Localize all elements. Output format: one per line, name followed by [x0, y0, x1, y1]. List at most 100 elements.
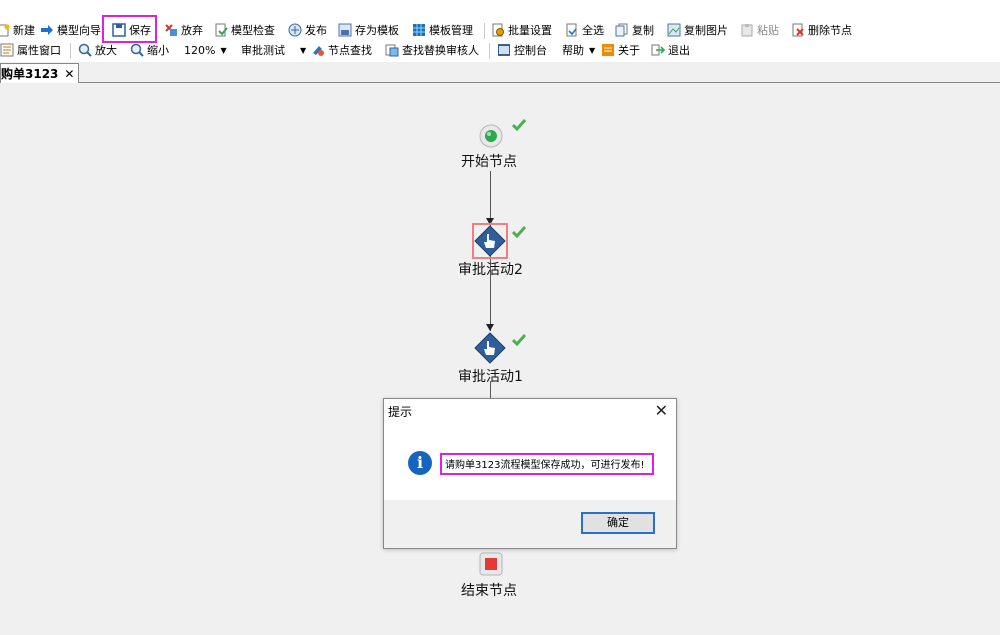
floppy-disk-icon — [112, 23, 126, 37]
zoom-out-button[interactable]: 缩小 — [130, 41, 169, 59]
dialog-close-icon[interactable]: ✕ — [654, 401, 668, 420]
approval1-node-icon[interactable] — [474, 332, 506, 364]
new-button[interactable]: 新建 — [0, 21, 35, 39]
publish-button[interactable]: 发布 — [288, 21, 327, 39]
check-icon — [512, 226, 526, 238]
batch-settings-button[interactable]: 批量设置 — [491, 21, 552, 39]
node-find-button-label: 节点查找 — [328, 44, 372, 57]
delete-node-button-label: 删除节点 — [808, 24, 852, 37]
properties-window-button-label: 属性窗口 — [17, 44, 61, 57]
check-doc-icon — [214, 23, 228, 37]
paste-icon — [740, 23, 754, 37]
zoom-out-button-label: 缩小 — [147, 44, 169, 57]
check-icon — [512, 334, 526, 346]
model-check-button[interactable]: 模型检查 — [214, 21, 275, 39]
about-button-label: 关于 — [618, 44, 640, 57]
copy-image-button[interactable]: 复制图片 — [667, 21, 728, 39]
help-dropdown-label: 帮助 — [562, 44, 584, 57]
end-node-label: 结束节点 — [461, 583, 517, 599]
caret-down-icon: ▼ — [220, 45, 227, 55]
toolbar-separator — [484, 23, 485, 39]
close-icon[interactable]: ✕ — [64, 66, 75, 81]
toolbar-row-1: 新建 模型向导 保存 放弃 模型检查 发布 存为模板 模板管理 批量设置全选 复制 复制图片粘贴 删除… — [0, 21, 1000, 41]
copy-button-label: 复制 — [632, 24, 654, 37]
tab-label: 购单3123 — [1, 67, 59, 81]
ok-button[interactable]: 确定 — [581, 512, 655, 534]
copy-image-icon — [667, 23, 681, 37]
find-replace-approver-button[interactable]: 查找替换审核人 — [385, 41, 479, 59]
zoom-level-dropdown-label: 120% — [184, 43, 216, 57]
info-dialog: 提示 ✕ i 请购单3123流程模型保存成功，可进行发布! 确定 — [383, 398, 677, 549]
exit-button-label: 退出 — [668, 44, 690, 57]
publish-button-label: 发布 — [305, 24, 327, 37]
arrow-head — [486, 218, 494, 225]
start-node-icon[interactable] — [479, 124, 503, 148]
model-check-button-label: 模型检查 — [231, 24, 275, 37]
toolbar-separator — [489, 43, 490, 59]
end-node-icon[interactable] — [479, 552, 503, 576]
select-all-button[interactable]: 全选 — [565, 21, 604, 39]
model-wizard-button-label: 模型向导 — [57, 24, 101, 37]
zoom-in-button-label: 放大 — [95, 44, 117, 57]
zoom-in-button[interactable]: 放大 — [78, 41, 117, 59]
help-dropdown[interactable]: 帮助 ▼ — [562, 41, 595, 59]
exit-icon — [651, 43, 666, 57]
arrow-head — [486, 324, 494, 331]
zoom-level-dropdown[interactable]: 120% ▼ — [184, 41, 227, 59]
approval-test-dropdown-label: 审批测试 — [241, 44, 285, 57]
zoom-in-icon — [78, 43, 92, 57]
discard-button-label: 放弃 — [181, 24, 203, 37]
properties-window-button[interactable]: 属性窗口 — [0, 41, 61, 59]
approval1-node-label: 审批活动1 — [458, 369, 523, 385]
toolbar-separator — [70, 43, 71, 59]
caret-down-icon: ▼ — [300, 45, 307, 55]
console-button-label: 控制台 — [514, 44, 547, 57]
node-find-button[interactable]: 节点查找 — [311, 41, 372, 59]
copy-icon — [615, 23, 629, 37]
copy-button[interactable]: 复制 — [615, 21, 654, 39]
start-node-label: 开始节点 — [461, 154, 517, 170]
gear-doc-icon — [491, 23, 505, 37]
about-icon — [601, 43, 615, 57]
grid-icon — [412, 23, 426, 37]
template-save-icon — [338, 23, 352, 37]
approval2-node-label: 审批活动2 — [458, 262, 523, 278]
template-manage-button-label: 模板管理 — [429, 24, 473, 37]
approval2-selection-box — [472, 223, 508, 259]
new-icon — [0, 23, 10, 37]
arrow-right-icon — [40, 23, 54, 37]
workflow-canvas[interactable]: 开始节点 审批活动2 审批活动1 结束节点 — [0, 83, 1000, 635]
exit-button[interactable]: 退出 — [651, 41, 690, 59]
approval-test-dropdown[interactable]: 审批测试 ▼ — [241, 41, 306, 59]
publish-icon — [288, 23, 302, 37]
copy-image-button-label: 复制图片 — [684, 24, 728, 37]
find-replace-icon — [385, 43, 399, 57]
save-button[interactable]: 保存 — [112, 21, 151, 39]
toolbar: 新建 模型向导 保存 放弃 模型检查 发布 存为模板 模板管理 批量设置全选 复制 复制图片粘贴 删除… — [0, 0, 1000, 62]
tab-purchase-order[interactable]: 购单3123 ✕ — [0, 63, 80, 83]
save-highlight-box — [102, 15, 157, 43]
model-wizard-button[interactable]: 模型向导 — [40, 21, 101, 39]
find-node-icon — [311, 43, 325, 57]
console-button[interactable]: 控制台 — [497, 41, 547, 59]
approval2-node-icon[interactable] — [474, 225, 506, 257]
delete-node-button[interactable]: 删除节点 — [791, 21, 852, 39]
save-as-template-button[interactable]: 存为模板 — [338, 21, 399, 39]
delete-icon — [791, 23, 805, 37]
template-manage-button[interactable]: 模板管理 — [412, 21, 473, 39]
about-button[interactable]: 关于 — [601, 41, 640, 59]
check-icon — [512, 119, 526, 131]
select-all-icon — [565, 23, 579, 37]
info-icon: i — [408, 451, 432, 475]
dialog-title: 提示 — [388, 405, 413, 419]
new-button-label: 新建 — [13, 24, 35, 37]
console-icon — [497, 43, 511, 57]
properties-icon — [0, 43, 14, 57]
tab-bar: 购单3123 ✕ — [0, 62, 1000, 83]
save-as-template-button-label: 存为模板 — [355, 24, 399, 37]
edge-approval2-to-approval1 — [490, 276, 491, 331]
paste-button[interactable]: 粘贴 — [740, 21, 779, 39]
save-button-label: 保存 — [129, 24, 151, 37]
discard-button[interactable]: 放弃 — [164, 21, 203, 39]
caret-down-icon: ▼ — [589, 45, 596, 55]
